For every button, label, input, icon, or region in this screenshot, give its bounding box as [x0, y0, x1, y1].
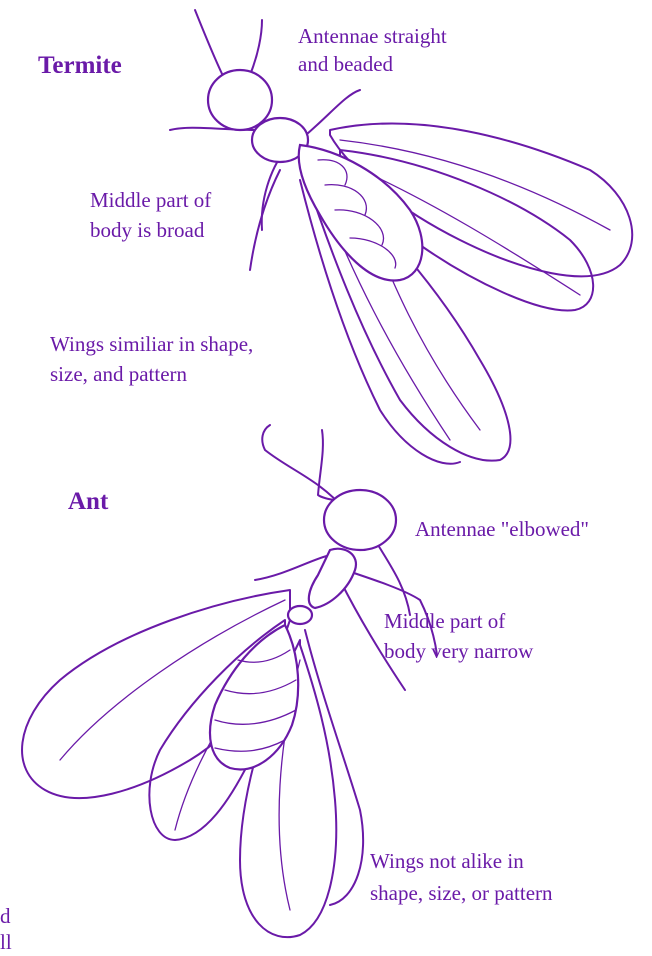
cutoff-text-line1: d	[0, 902, 11, 930]
termite-head	[208, 70, 272, 130]
ant-antennae-label: Antennae "elbowed"	[415, 515, 589, 543]
termite-antenna-left	[195, 10, 225, 80]
ant-abdomen	[210, 625, 298, 769]
termite-antennae-label-line2: and beaded	[298, 50, 393, 78]
termite-antenna-right	[250, 20, 262, 75]
ant-antenna-left	[262, 425, 345, 510]
ant-leg	[375, 540, 410, 615]
ant-middle-label-line1: Middle part of	[384, 607, 505, 635]
ant-leg	[340, 580, 405, 690]
ant-middle-label-line2: body very narrow	[384, 637, 533, 665]
termite-drawing	[170, 10, 632, 464]
termite-middle-label-line1: Middle part of	[90, 186, 211, 214]
ant-title: Ant	[68, 488, 108, 516]
termite-wings-label-line1: Wings similiar in shape,	[50, 330, 253, 358]
termite-antennae-label-line1: Antennae straight	[298, 22, 447, 50]
ant-head	[324, 490, 396, 550]
ant-petiole	[288, 606, 312, 624]
termite-title: Termite	[38, 52, 122, 80]
termite-middle-label-line2: body is broad	[90, 216, 204, 244]
termite-leg	[250, 170, 280, 270]
termite-wings-label-line2: size, and pattern	[50, 360, 187, 388]
ant-wings-label-line1: Wings not alike in	[370, 847, 524, 875]
ant-wings-label-line2: shape, size, or pattern	[370, 879, 553, 907]
